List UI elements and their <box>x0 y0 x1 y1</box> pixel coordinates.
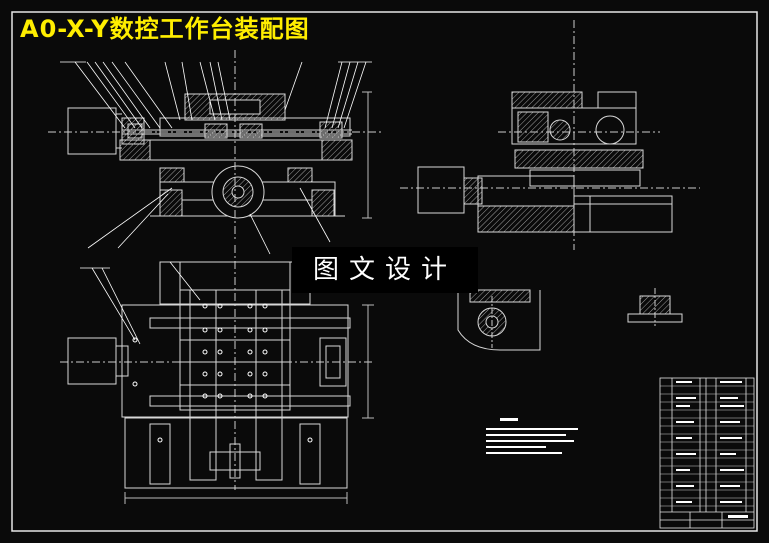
watermark-label: 图文设计 <box>292 247 478 293</box>
side-view <box>400 20 700 250</box>
drawing-title: A0-X-Y数控工作台装配图 <box>20 15 310 43</box>
front-view-leaders <box>60 61 372 255</box>
sheet-border <box>11 11 758 532</box>
technical-requirements <box>486 418 578 454</box>
detail-view-small <box>627 288 683 326</box>
top-view-leaders <box>80 261 201 345</box>
bolt-holes <box>132 303 313 443</box>
top-view <box>60 245 374 504</box>
title-block <box>659 377 755 529</box>
motor-body <box>67 107 117 155</box>
detail-view-nut <box>457 289 541 351</box>
front-view <box>48 50 382 255</box>
top-motor <box>67 337 117 385</box>
side-motor <box>417 166 465 214</box>
